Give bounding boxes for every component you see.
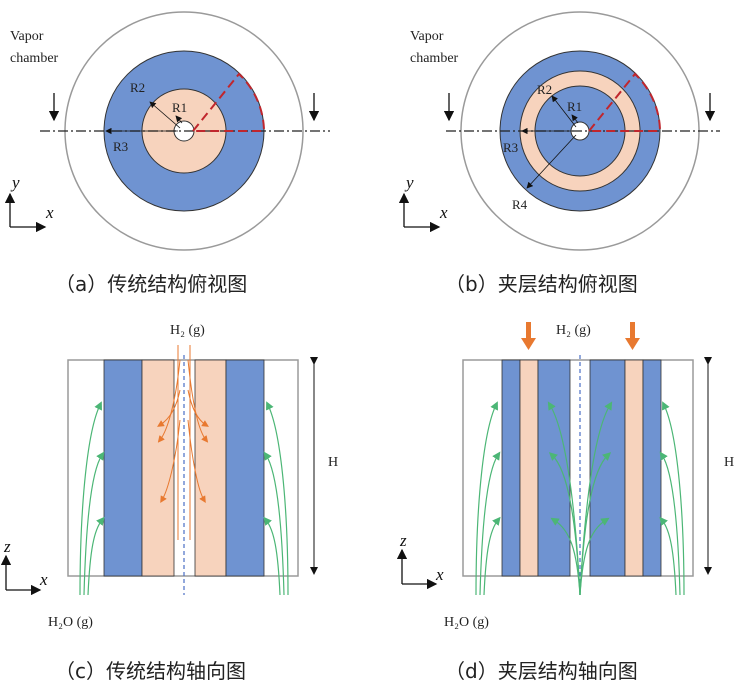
caption-d: （d）夹层结构轴向图 [445, 659, 638, 683]
panel-b-top-view: R1 R2 R3 R4 Vapor chamber y x （b）夹层结构俯视图 [398, 11, 720, 296]
h2-label: H₂ (g) [170, 323, 205, 338]
vapor-label-line2: chamber [10, 51, 59, 66]
r2-arrow [551, 95, 577, 128]
r2-arrow [149, 101, 181, 129]
panel-a-top-view: R1 R2 R3 Vapor chamber y x （a）传统结构俯视图 [4, 11, 330, 296]
caption-b: （b）夹层结构俯视图 [445, 272, 638, 296]
h2-flow-lines [157, 345, 209, 540]
r1-arrow [175, 115, 183, 124]
r1-label: R1 [567, 99, 582, 114]
height-label: H [328, 455, 338, 470]
r2-label: R2 [130, 80, 145, 95]
r4-label: R4 [512, 197, 528, 212]
blue-layer-4 [642, 359, 662, 577]
axis-y-label: y [404, 173, 414, 192]
section-cut-line [588, 72, 662, 132]
r4-arrow [526, 134, 577, 189]
r1-arrow [571, 114, 579, 124]
axes-indicator-c: z x [0, 537, 48, 596]
axes-indicator-d: z x [396, 531, 444, 590]
h2o-flow-lines-left [475, 401, 501, 596]
axis-y-label: y [10, 173, 20, 192]
axis-z-label: z [399, 531, 407, 550]
left-peach-layer [141, 359, 175, 577]
vapor-label-line1: Vapor [10, 29, 44, 44]
axes-indicator-a: y x [4, 173, 54, 233]
height-label: H [724, 455, 734, 470]
caption-c: （c）传统结构轴向图 [55, 659, 246, 683]
axis-z-label: z [3, 537, 11, 556]
caption-a: （a）传统结构俯视图 [55, 272, 247, 296]
blue-layer-1 [501, 359, 521, 577]
peach-layer-2 [624, 359, 644, 577]
h2o-label: H₂O (g) [48, 615, 93, 630]
panel-d-axial-view: H₂ (g) [396, 322, 734, 683]
peach-layer-1 [519, 359, 539, 577]
r1-label: R1 [172, 100, 187, 115]
vapor-label-line2: chamber [410, 51, 459, 66]
blue-layer-3 [589, 359, 626, 577]
h2o-flow-lines-right [659, 401, 685, 596]
right-peach-layer [194, 359, 227, 577]
h2o-flow-lines-left [79, 401, 105, 596]
r2-label: R2 [537, 82, 552, 97]
axis-x-label: x [39, 570, 48, 589]
section-cut-line [192, 72, 266, 132]
axes-indicator-b: y x [398, 173, 448, 233]
vapor-label-line1: Vapor [410, 29, 444, 44]
r3-label: R3 [503, 140, 518, 155]
h2o-flow-lines-right [263, 401, 289, 596]
h2-inlet-arrows [521, 322, 640, 350]
h2-label: H₂ (g) [556, 323, 591, 338]
panel-c-axial-view: H₂ (g) H H₂O ( [0, 323, 338, 683]
blue-layer-2 [537, 359, 571, 577]
right-blue-layer [225, 359, 265, 577]
axis-x-label: x [45, 203, 54, 222]
left-blue-layer [103, 359, 143, 577]
axis-x-label: x [435, 565, 444, 584]
axis-x-label: x [439, 203, 448, 222]
r3-label: R3 [113, 139, 128, 154]
h2o-label: H₂O (g) [444, 615, 489, 630]
h2o-flow-lines-center [547, 401, 613, 596]
